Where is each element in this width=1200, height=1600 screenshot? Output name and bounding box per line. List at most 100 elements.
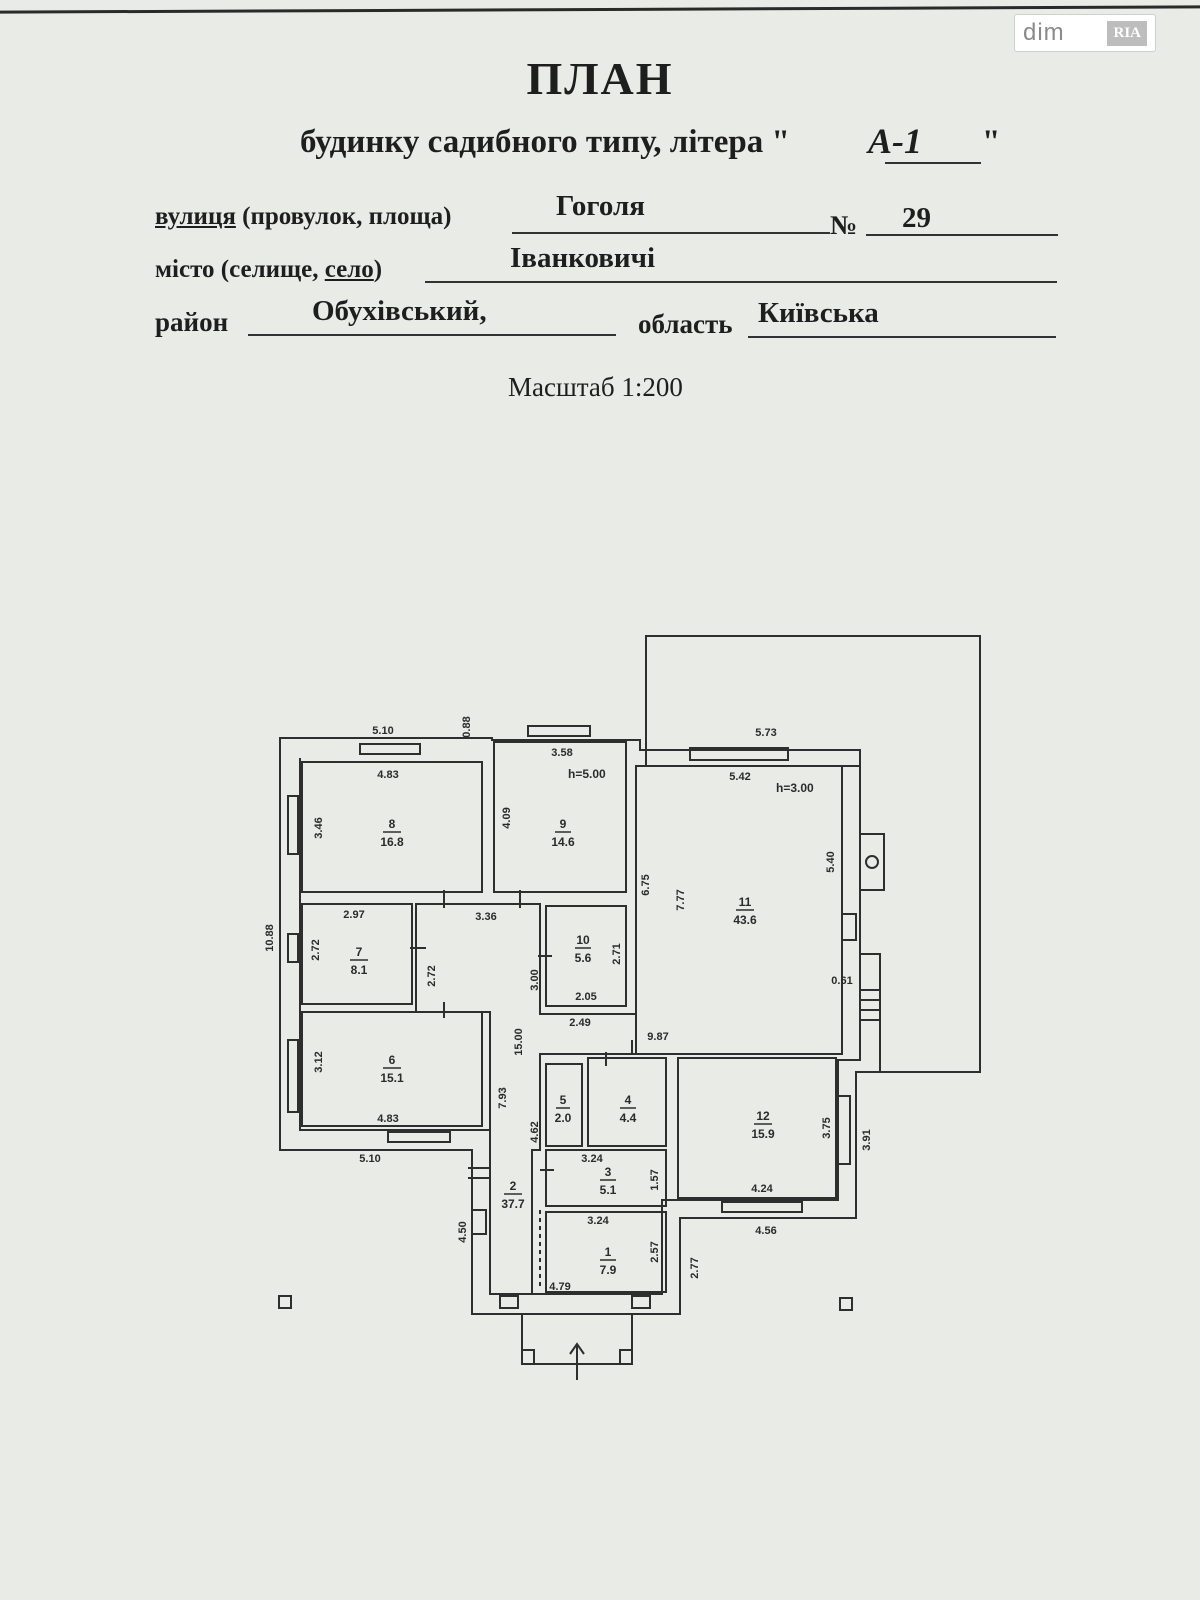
room-2-number: 2 (510, 1179, 517, 1193)
dim-label: 3.00 (529, 969, 541, 990)
porch-post-right (619, 1349, 633, 1365)
dim-label: 4.79 (549, 1281, 570, 1293)
room-10-number: 10 (576, 933, 590, 947)
room-7-outline (301, 903, 413, 1005)
dim-label: 5.73 (755, 727, 776, 739)
window-room12-right (837, 1095, 851, 1165)
window-room8-left (287, 795, 299, 855)
room-8-outline (301, 761, 483, 893)
dim-label: 2.72 (426, 965, 438, 986)
room-6-area: 15.1 (380, 1071, 404, 1085)
city-value: Іванковичі (510, 242, 656, 274)
outer-wall-left (279, 737, 881, 1315)
height-label-room9: h=5.00 (568, 767, 606, 781)
room-5-outline (545, 1063, 583, 1147)
window-room9-top (527, 725, 591, 737)
region-underline (748, 336, 1056, 338)
room-11-area: 43.6 (733, 913, 757, 927)
window-porch-left (499, 1295, 519, 1309)
dim-label: 2.49 (569, 1017, 590, 1029)
room-1-number: 1 (605, 1245, 612, 1259)
district-underline (248, 334, 616, 336)
street-value: Гоголя (556, 190, 645, 222)
dim-label: 2.97 (343, 909, 364, 921)
litera-value: А-1 (868, 121, 922, 161)
window-room11-top (689, 747, 789, 761)
room-1-area: 7.9 (600, 1263, 617, 1277)
room-9-area: 14.6 (551, 835, 575, 849)
window-room12-bottom (721, 1201, 803, 1213)
window-porch-right (631, 1295, 651, 1309)
dim-label: 4.83 (377, 769, 398, 781)
dim-label: 6.75 (640, 874, 652, 895)
room-3-number: 3 (605, 1165, 612, 1179)
dim-label: 4.56 (755, 1225, 776, 1237)
city-label: місто (селище, село) (155, 256, 382, 284)
room-3-outline (545, 1149, 667, 1207)
region-value: Київська (758, 297, 879, 329)
site-marker-left (278, 1295, 292, 1309)
dim-label: 4.09 (501, 807, 513, 828)
room-12-number: 12 (756, 1109, 770, 1123)
city-underline (425, 281, 1057, 283)
litera-underline (885, 162, 981, 164)
dim-label: 5.40 (825, 851, 837, 872)
terrace-outline (645, 635, 981, 1073)
room-6-outline (301, 1011, 483, 1127)
district-value: Обухівський, (312, 295, 487, 327)
inner-wall-offset (299, 758, 861, 1295)
dim-label: 4.50 (457, 1221, 469, 1242)
dim-label: 3.24 (587, 1215, 609, 1227)
street-label-main: вулиця (155, 203, 236, 230)
room-9-number: 9 (560, 817, 567, 831)
window-corridor-left (471, 1209, 487, 1235)
room-8-area: 16.8 (380, 835, 404, 849)
document-title: ПЛАН (526, 53, 674, 104)
document-subtitle: будинку садибного типу, літера " (300, 124, 790, 160)
city-label-b: село (324, 256, 374, 283)
room-4-outline (587, 1057, 667, 1147)
room-7-number: 7 (356, 945, 363, 959)
dim-label: 15.00 (513, 1028, 525, 1056)
dim-label: 3.58 (551, 747, 572, 759)
dim-label: 7.77 (675, 889, 687, 910)
room-4-area: 4.4 (620, 1111, 637, 1125)
window-room7-left (287, 933, 299, 963)
dim-label: 5.10 (359, 1153, 380, 1165)
room-2-area: 37.7 (501, 1197, 525, 1211)
porch-post-left (521, 1349, 535, 1365)
dim-label: 3.46 (313, 817, 325, 838)
room-3-area: 5.1 (600, 1183, 617, 1197)
street-label-rest: (провулок, площа) (242, 203, 452, 230)
room-10-area: 5.6 (575, 951, 592, 965)
room-1-outline (545, 1211, 667, 1293)
number-label: № (830, 210, 858, 240)
corridor-outline (415, 903, 637, 1295)
room-11-outline (635, 765, 843, 1055)
steps-left (468, 1167, 490, 1179)
region-label: область (638, 309, 733, 339)
steps-right (860, 989, 880, 1021)
room-6-number: 6 (389, 1053, 396, 1067)
watermark-badge: RIA (1107, 20, 1147, 46)
dim-label: 0.88 (461, 716, 473, 737)
city-label-c: ) (373, 256, 383, 283)
entry-arrow-head (569, 1342, 585, 1355)
dim-label: 5.10 (372, 725, 393, 737)
window-room8-top (359, 743, 421, 755)
number-underline (866, 234, 1058, 236)
dim-label: 3.24 (581, 1153, 603, 1165)
room-9-outline (493, 741, 627, 893)
window-room11-right (841, 913, 857, 941)
dim-label: 2.72 (310, 939, 322, 960)
street-label: вулиця (провулок, площа) (155, 203, 451, 231)
dim-label: 3.75 (821, 1117, 833, 1138)
room-4-number: 4 (625, 1093, 632, 1107)
room-8-number: 8 (389, 817, 396, 831)
dim-label: 2.05 (575, 991, 596, 1003)
watermark-brand: dim (1023, 19, 1065, 46)
dim-label: 3.12 (313, 1051, 325, 1072)
dim-label: 2.57 (649, 1241, 661, 1262)
dim-label: 0.61 (831, 975, 852, 987)
